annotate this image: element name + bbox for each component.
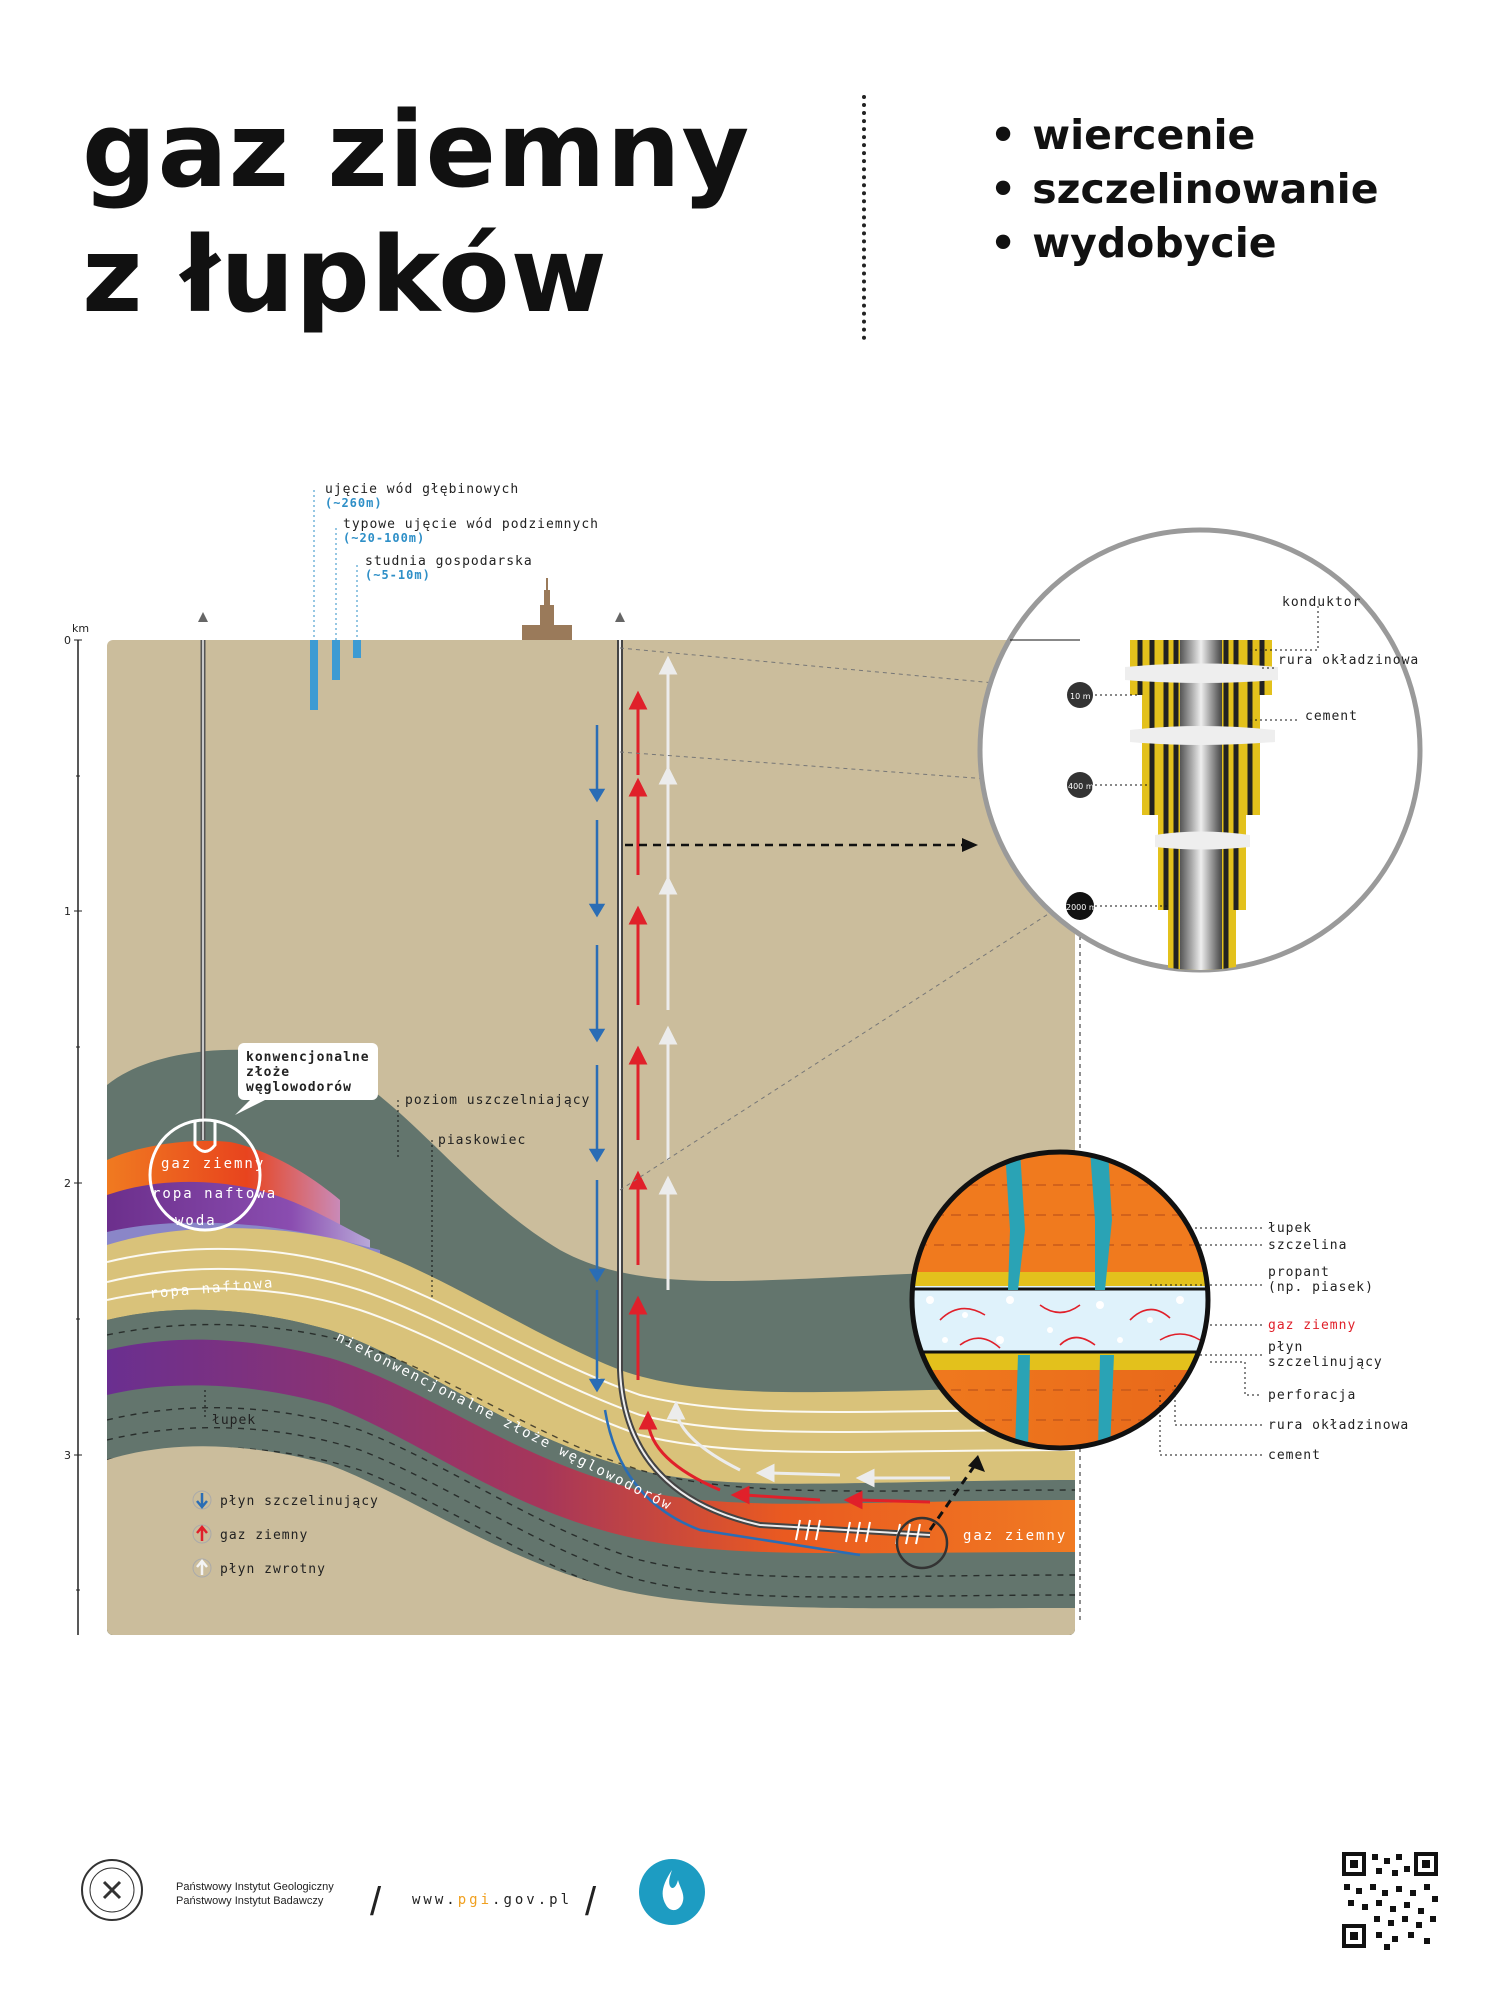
process-item-drilling: wiercenie xyxy=(990,108,1379,162)
legend-return-icon xyxy=(196,1559,208,1575)
water-label-farm: studnia gospodarska xyxy=(365,554,533,569)
casing-depth-2000: 2000 m xyxy=(1066,903,1097,912)
unconventional-reservoir xyxy=(107,1300,1075,1554)
legend: płyn szczelinujący gaz ziemny płyn zwrot… xyxy=(192,1490,379,1578)
gas-arrows xyxy=(628,690,931,1510)
process-item-fracturing: szczelinowanie xyxy=(990,162,1378,216)
label-shale: łupek xyxy=(212,1413,256,1428)
footer-divider-1: / xyxy=(370,1880,382,1924)
frac-label-cement: cement xyxy=(1268,1448,1321,1463)
frac-label-perforation: perforacja xyxy=(1268,1388,1356,1403)
title-divider xyxy=(862,95,866,340)
depth-axis: km 0 1 2 3 xyxy=(64,622,89,1635)
depth-tick-0: 0 xyxy=(64,634,71,647)
label-conductor: konduktor xyxy=(1282,595,1361,610)
frac-label-fluid-2: szczelinujący xyxy=(1268,1355,1383,1370)
casing-depth-400: 400 m xyxy=(1068,782,1094,791)
label-casing-top: rura okładzinowa xyxy=(1278,653,1419,668)
frac-fluid-arrows xyxy=(588,725,861,1557)
conventional-callout: konwencjonalne złoże węglowodorów xyxy=(235,1043,378,1115)
frac-label-fluid: płyn xyxy=(1268,1340,1303,1355)
label-gas-shale: gaz ziemny xyxy=(963,1528,1067,1544)
legend-frac-fluid: płyn szczelinujący xyxy=(220,1494,379,1509)
frac-label-shale: łupek xyxy=(1268,1221,1312,1236)
water-label-deep-depth: (~260m) xyxy=(325,496,383,510)
institute-line-2: Państwowy Instytut Badawczy xyxy=(176,1895,324,1907)
svg-text:konwencjonalne: konwencjonalne xyxy=(246,1050,370,1065)
frac-label-proppant-eg: (np. piasek) xyxy=(1268,1280,1374,1295)
frac-label-proppant: propant xyxy=(1268,1265,1330,1280)
page-title: gaz ziemny z łupków xyxy=(82,88,750,338)
process-item-extraction: wydobycie xyxy=(990,216,1379,270)
institute-name: Państwowy Instytut Geologiczny Państwowy… xyxy=(176,1880,334,1908)
website-link[interactable]: www.pgi.gov.pl xyxy=(412,1892,573,1908)
water-label-farm-depth: (~5-10m) xyxy=(365,568,431,582)
water-labels: ujęcie wód głębinowych (~260m) typowe uj… xyxy=(313,482,599,640)
svg-text:złoże: złoże xyxy=(246,1065,290,1080)
depth-tick-2: 2 xyxy=(64,1177,71,1190)
legend-gas-icon xyxy=(196,1525,208,1541)
legend-gas: gaz ziemny xyxy=(220,1528,308,1543)
title-line-1: gaz ziemny xyxy=(82,89,751,211)
casing-zoom-circle: 10 m 400 m 2000 m konduktor rura okładzi… xyxy=(977,527,1423,973)
label-conv-gas: gaz ziemny xyxy=(161,1156,265,1172)
label-sealing: poziom uszczelniający xyxy=(405,1093,590,1108)
return-fluid-arrows xyxy=(658,655,950,1488)
water-label-typical: typowe ujęcie wód podziemnych xyxy=(343,517,599,532)
tower-icon xyxy=(522,578,572,640)
water-label-deep: ujęcie wód głębinowych xyxy=(325,482,519,497)
title-line-2: z łupków xyxy=(82,214,608,336)
casing-depth-10: 10 m xyxy=(1070,692,1091,701)
process-list: wiercenie szczelinowanie wydobycie xyxy=(990,108,1379,270)
label-conv-water: woda xyxy=(175,1213,217,1229)
fracture-zoom-circle: łupek szczelina propant (np. piasek) gaz… xyxy=(909,1149,1409,1463)
depth-tick-1: 1 xyxy=(64,905,71,918)
frac-label-casing: rura okładzinowa xyxy=(1268,1418,1409,1433)
label-cement-top: cement xyxy=(1305,709,1358,724)
institute-line-1: Państwowy Instytut Geologiczny xyxy=(176,1881,334,1893)
geologic-cross-section: gaz ziemny ropa naftowa woda ropa naftow… xyxy=(107,640,1075,1635)
frac-zoom-marker xyxy=(895,1516,949,1570)
flame-logo-icon xyxy=(639,1859,705,1925)
label-conv-oil: ropa naftowa xyxy=(152,1186,277,1202)
depth-axis-unit: km xyxy=(72,622,89,635)
legend-frac-fluid-icon xyxy=(196,1493,208,1509)
layer-label-pointers: poziom uszczelniający piaskowiec łupek xyxy=(204,1093,590,1428)
label-sandstone: piaskowiec xyxy=(438,1133,526,1148)
conventional-trap-circle xyxy=(148,1118,262,1232)
frac-label-gas: gaz ziemny xyxy=(1268,1318,1356,1333)
depth-tick-3: 3 xyxy=(64,1449,71,1462)
sandstone-layer xyxy=(107,1228,1075,1484)
qr-code xyxy=(1340,1850,1440,1950)
water-label-typical-depth: (~20-100m) xyxy=(343,531,425,545)
legend-return: płyn zwrotny xyxy=(220,1562,326,1577)
footer-divider-2: / xyxy=(585,1880,597,1924)
frac-label-fracture: szczelina xyxy=(1268,1238,1347,1253)
svg-text:węglowodorów: węglowodorów xyxy=(246,1080,352,1095)
pgi-seal-logo xyxy=(81,1859,143,1921)
water-wells xyxy=(310,640,361,710)
